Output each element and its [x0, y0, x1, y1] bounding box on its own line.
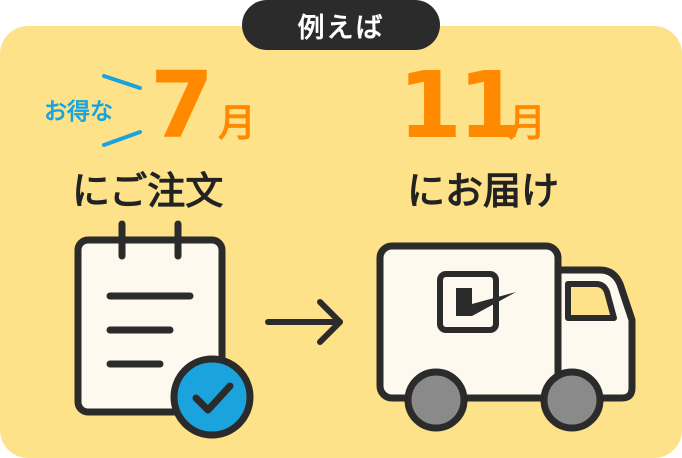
check-icon: [170, 355, 254, 439]
order-action-text: にご注文: [72, 169, 224, 213]
arrow-right-icon: [265, 299, 343, 345]
emphasis-lines-icon: [102, 74, 142, 147]
order-month-unit: 月: [218, 101, 257, 145]
order-month-number: 7: [150, 52, 215, 159]
delivery-month-unit: 月: [508, 101, 547, 145]
delivery-month-number: 11: [398, 52, 522, 159]
example-badge: 例えば: [242, 0, 440, 50]
delivery-action-text: にお届け: [407, 169, 560, 213]
delivery-truck-icon: [376, 242, 636, 432]
otoku-label: お得な: [44, 99, 113, 125]
